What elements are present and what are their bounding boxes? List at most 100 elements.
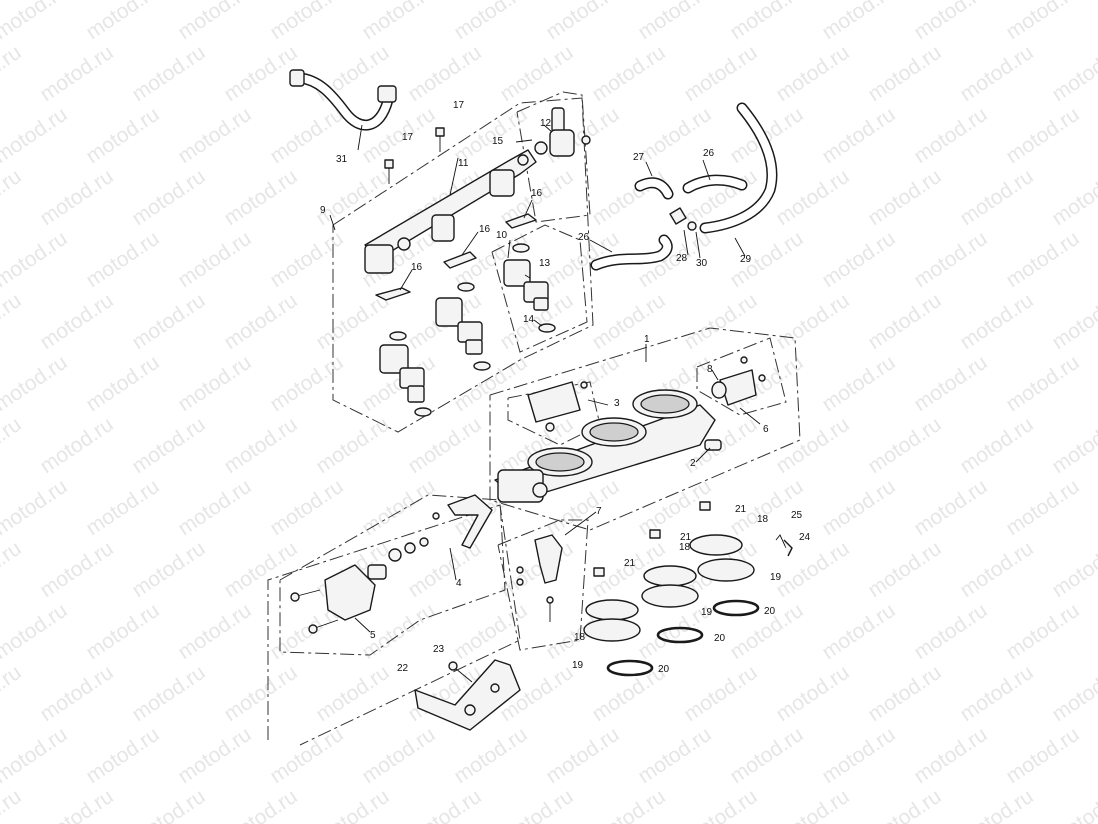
callout-number: 9 — [320, 205, 326, 216]
watermark-text: motod.ru — [772, 537, 854, 602]
watermark-text: motod.ru — [220, 289, 302, 354]
watermark-text: motod.ru — [680, 41, 762, 106]
callout-number: 31 — [336, 154, 348, 165]
watermark-text: motod.ru — [358, 723, 440, 788]
watermark-text: motod.ru — [358, 475, 440, 540]
callout-number: 5 — [370, 630, 376, 641]
hose-31 — [289, 69, 397, 131]
watermark-text: motod.ru — [772, 413, 854, 478]
watermark-text: motod.ru — [818, 475, 900, 540]
callout-number: 17 — [402, 132, 414, 143]
callout-number: 16 — [479, 224, 491, 235]
watermark-text: motod.ru — [910, 227, 992, 292]
callout-number: 30 — [696, 258, 708, 269]
callout-number: 21 — [680, 532, 692, 543]
callout-number: 28 — [676, 253, 688, 264]
watermark-text: motod.ru — [82, 475, 164, 540]
watermark-text: motod.ru — [864, 41, 946, 106]
callout-number: 18 — [574, 632, 586, 643]
throttle-body — [494, 389, 716, 503]
watermark-text: motod.ru — [818, 0, 900, 44]
callout-number: 1 — [644, 334, 650, 345]
watermark-text: motod.ru — [1002, 475, 1084, 540]
watermark-text: motod.ru — [220, 537, 302, 602]
watermark-text: motod.ru — [404, 413, 486, 478]
injector-b — [435, 282, 491, 371]
watermark-text: motod.ru — [542, 0, 624, 44]
callout-layer: 1234567891011121314151616161717181818191… — [320, 100, 811, 675]
clips-16 — [375, 213, 537, 301]
watermark-text: motod.ru — [128, 289, 210, 354]
watermark-text: motod.ru — [174, 0, 256, 44]
callout-number: 20 — [714, 633, 726, 644]
idle-valve-group-boundary — [279, 494, 506, 656]
watermark-text: motod.ru — [358, 0, 440, 44]
callout-number: 26 — [703, 148, 715, 159]
watermark-text: motod.ru — [0, 0, 72, 44]
callout-number: 18 — [679, 542, 691, 553]
watermark-text: motod.ru — [726, 723, 808, 788]
watermark-text: motod.ru — [680, 289, 762, 354]
sensor-bracket-3 — [527, 381, 588, 432]
watermark-text: motod.ru — [588, 785, 670, 824]
watermark-text: motod.ru — [404, 785, 486, 824]
watermark-text: motod.ru — [772, 289, 854, 354]
watermark-text: motod.ru — [864, 165, 946, 230]
watermark-text: motod.ru — [910, 0, 992, 44]
callout-number: 20 — [764, 606, 776, 617]
idle-valve-5 — [290, 537, 429, 634]
callout-number: 22 — [397, 663, 409, 674]
callout-number: 18 — [757, 514, 769, 525]
watermark-text: motod.ru — [772, 785, 854, 824]
watermark-text: motod.ru — [864, 413, 946, 478]
callout-number: 14 — [523, 314, 535, 325]
watermark-text: motod.ru — [174, 723, 256, 788]
lower-bracket-22 — [414, 659, 521, 731]
callout-number: 4 — [456, 578, 462, 589]
watermark-text: motod.ru — [772, 661, 854, 726]
injector-a — [379, 331, 432, 417]
watermark-text: motod.ru — [174, 227, 256, 292]
watermark-text: motod.ru — [956, 785, 1038, 824]
watermark-text: motod.ru — [0, 289, 26, 354]
watermark-text: motod.ru — [956, 537, 1038, 602]
callout-number: 27 — [633, 152, 645, 163]
watermark-text: motod.ru — [496, 785, 578, 824]
watermark-text: motod.ru — [82, 227, 164, 292]
callout-number: 3 — [614, 398, 620, 409]
callout-number: 16 — [531, 188, 543, 199]
watermark-text: motod.ru — [128, 537, 210, 602]
watermark-text: motod.ru — [450, 723, 532, 788]
fuel-rail-group-boundary — [332, 97, 594, 433]
watermark-text: motod.ru — [36, 537, 118, 602]
watermark-text: motod.ru — [818, 103, 900, 168]
watermark-text: motod.ru — [82, 599, 164, 664]
watermark-text: motod.ru — [404, 537, 486, 602]
watermark-text: motod.ru — [220, 661, 302, 726]
watermark-text: motod.ru — [36, 165, 118, 230]
callout-number: 11 — [458, 158, 469, 169]
tps-group-boundary — [696, 337, 787, 416]
plug-2 — [704, 439, 722, 451]
callout-number: 12 — [540, 118, 552, 129]
watermark-text: motod.ru — [956, 289, 1038, 354]
watermark-text: motod.ru — [910, 723, 992, 788]
watermark-text: motod.ru — [174, 103, 256, 168]
watermark-text: motod.ru — [266, 351, 348, 416]
watermark-text: motod.ru — [266, 227, 348, 292]
group-boundaries — [267, 91, 801, 746]
watermark-text: motod.ru — [818, 599, 900, 664]
callout-number: 24 — [799, 532, 811, 543]
callout-number: 29 — [740, 254, 752, 265]
bracket-4 — [432, 494, 493, 549]
pressure-regulator-group-boundary — [516, 91, 591, 223]
watermark-text: motod.ru — [772, 41, 854, 106]
injector-group-boundary — [491, 224, 588, 353]
watermark-text: motod.ru — [588, 165, 670, 230]
bolts-17 — [384, 127, 445, 184]
watermark-text: motod.ru — [1048, 289, 1098, 354]
watermark-text: motod.ru — [864, 661, 946, 726]
watermark-text: motod.ru — [0, 227, 72, 292]
throttle-position-sensor-8 — [711, 356, 766, 406]
